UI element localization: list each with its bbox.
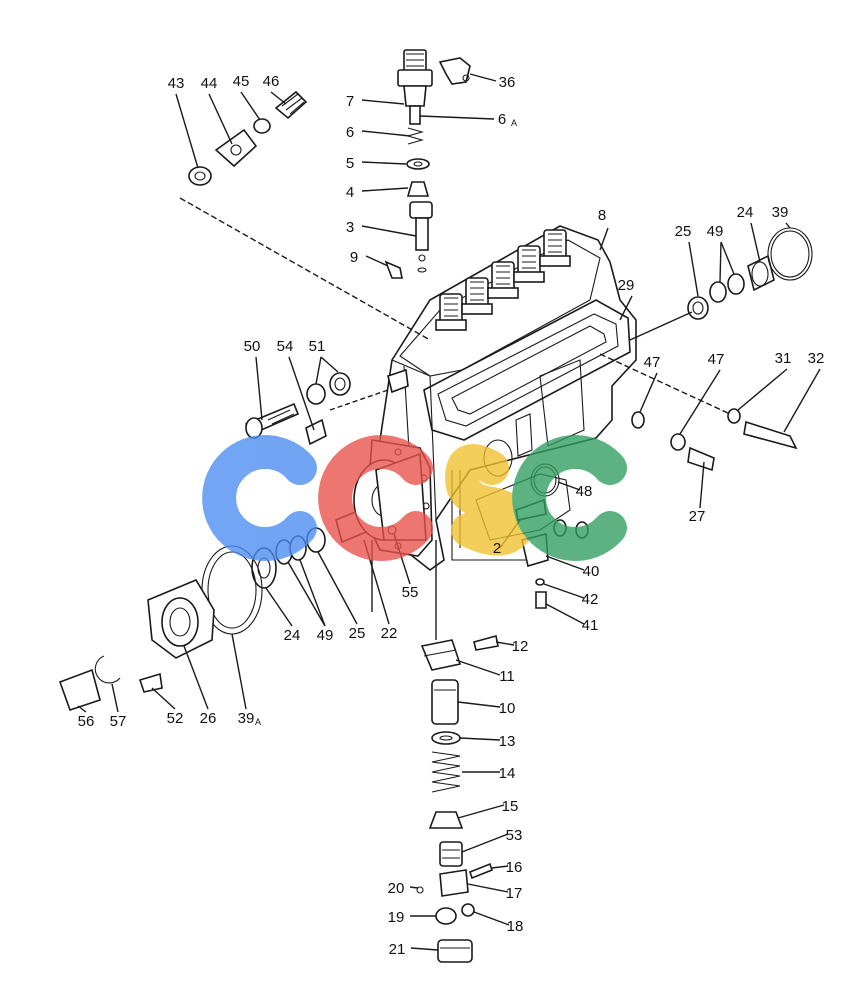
callout-48: 48 [576,483,593,500]
callout-39: 39 [772,204,789,221]
callout-54: 54 [277,338,294,355]
callout-7: 7 [346,93,354,110]
callout-24b: 24 [284,627,301,644]
plunger-stack [416,540,499,963]
callout-44: 44 [201,75,218,92]
callout-45: 45 [233,73,250,90]
callout-41: 41 [582,617,599,634]
callout-18: 18 [507,918,524,935]
callout-51: 51 [309,338,326,355]
delivery-valve-stack [384,49,471,279]
callout-53: 53 [506,827,523,844]
callout-47a: 47 [644,354,661,371]
callout-49t: 49 [707,223,724,240]
watermark-letter-s1 [318,435,433,561]
callout-25b: 25 [349,625,366,642]
callout-12: 12 [512,638,529,655]
callout-14: 14 [499,765,516,782]
callout-32: 32 [808,350,825,367]
callout-47b: 47 [708,351,725,368]
callout-13: 13 [499,733,516,750]
valve-holder-4 [513,245,545,283]
callout-11: 11 [499,668,515,685]
bolt-group-left [244,368,409,446]
callout-2: 2 [493,540,501,557]
plug-group-right [599,353,798,472]
callout-40: 40 [583,563,600,580]
bearing-group-top [629,227,813,341]
callout-46: 46 [263,73,280,90]
callout-6a-suffix: A [511,118,517,128]
leader-lines [77,73,821,951]
callout-17: 17 [506,885,523,902]
callout-49b: 49 [317,627,334,644]
callout-9: 9 [350,249,358,266]
callout-21: 21 [389,941,406,958]
callout-26: 26 [200,710,217,727]
callout-36: 36 [499,74,516,91]
valve-holder-5 [539,229,571,267]
callout-39a: 39 [238,710,255,727]
delivery-valve-holders [435,229,571,331]
callout-50: 50 [244,338,261,355]
callout-20: 20 [388,880,405,897]
valve-holder-2 [461,277,493,315]
callout-25t: 25 [675,223,692,240]
callout-42: 42 [582,591,599,608]
watermark [202,435,627,561]
callout-10: 10 [499,700,516,717]
callout-8: 8 [598,207,606,224]
banjo-fitting-group [179,90,431,341]
watermark-letter-c1 [202,435,317,561]
callout-31: 31 [775,350,792,367]
callout-29: 29 [618,277,635,294]
watermark-letter-s2 [444,444,533,556]
callout-4: 4 [346,184,354,201]
callout-6a: 6 [498,111,506,128]
callout-3: 3 [346,219,354,236]
callout-15: 15 [502,798,519,815]
callout-52: 52 [167,710,184,727]
watermark-letter-c2 [512,435,627,561]
callout-6: 6 [346,124,354,141]
valve-holder-1 [435,293,467,331]
callout-56: 56 [78,713,95,730]
callout-16: 16 [506,859,523,876]
callout-22: 22 [381,625,398,642]
callout-19: 19 [388,909,405,926]
callout-43: 43 [168,75,185,92]
callout-39a-suffix: A [255,717,261,727]
callout-57: 57 [110,713,127,730]
callout-24t: 24 [737,204,754,221]
callout-27: 27 [689,508,706,525]
callout-5: 5 [346,155,354,172]
callout-55: 55 [402,584,419,601]
